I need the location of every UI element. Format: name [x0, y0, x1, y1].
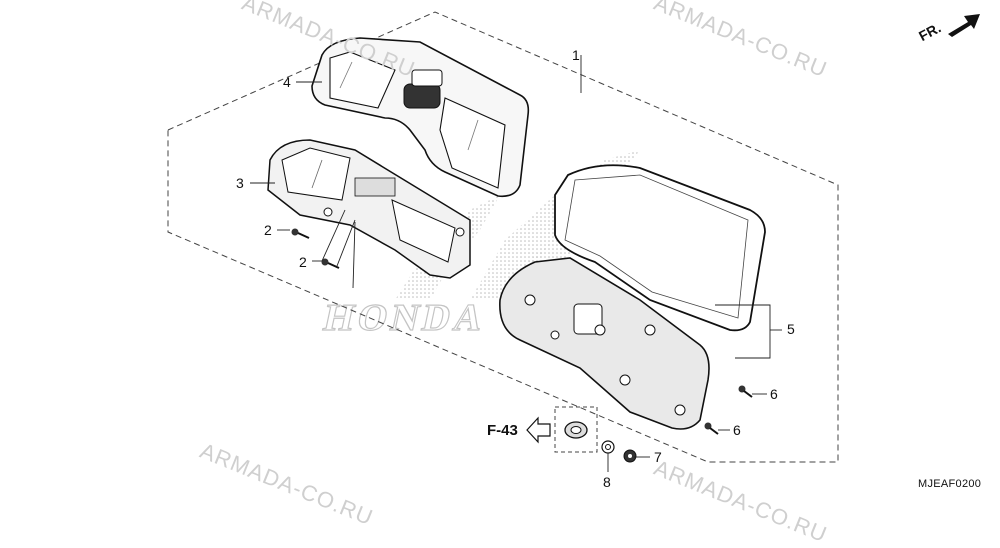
callout-7: 7 [654, 449, 662, 465]
nut-part [623, 449, 637, 463]
callout-6: 6 [733, 422, 741, 438]
grommet-part [564, 421, 588, 439]
leader-lines [250, 55, 782, 472]
callout-3: 3 [236, 175, 244, 191]
callout-1: 1 [572, 47, 580, 63]
drawing-code: MJEAF0200 [918, 478, 982, 490]
meter-board-part [267, 139, 471, 279]
honda-wordmark: HONDA [320, 297, 490, 339]
callout-5: 5 [787, 321, 795, 337]
reference-part-box [554, 406, 598, 453]
callout-6: 6 [770, 386, 778, 402]
callout-4: 4 [283, 74, 291, 90]
meter-case-part [499, 164, 766, 430]
screw-part [291, 228, 340, 269]
screw-part [704, 385, 753, 435]
washer-part [601, 440, 615, 454]
meter-visor-part [311, 37, 530, 198]
reference-label: F-43 [487, 422, 518, 439]
front-direction-arrow-icon [948, 14, 980, 37]
callout-2: 2 [264, 222, 272, 238]
reference-arrow-icon [526, 416, 551, 444]
parts-diagram: HONDA [167, 11, 980, 472]
assembly-boundary [167, 11, 839, 463]
callout-8: 8 [603, 474, 611, 490]
callout-2: 2 [299, 254, 307, 270]
